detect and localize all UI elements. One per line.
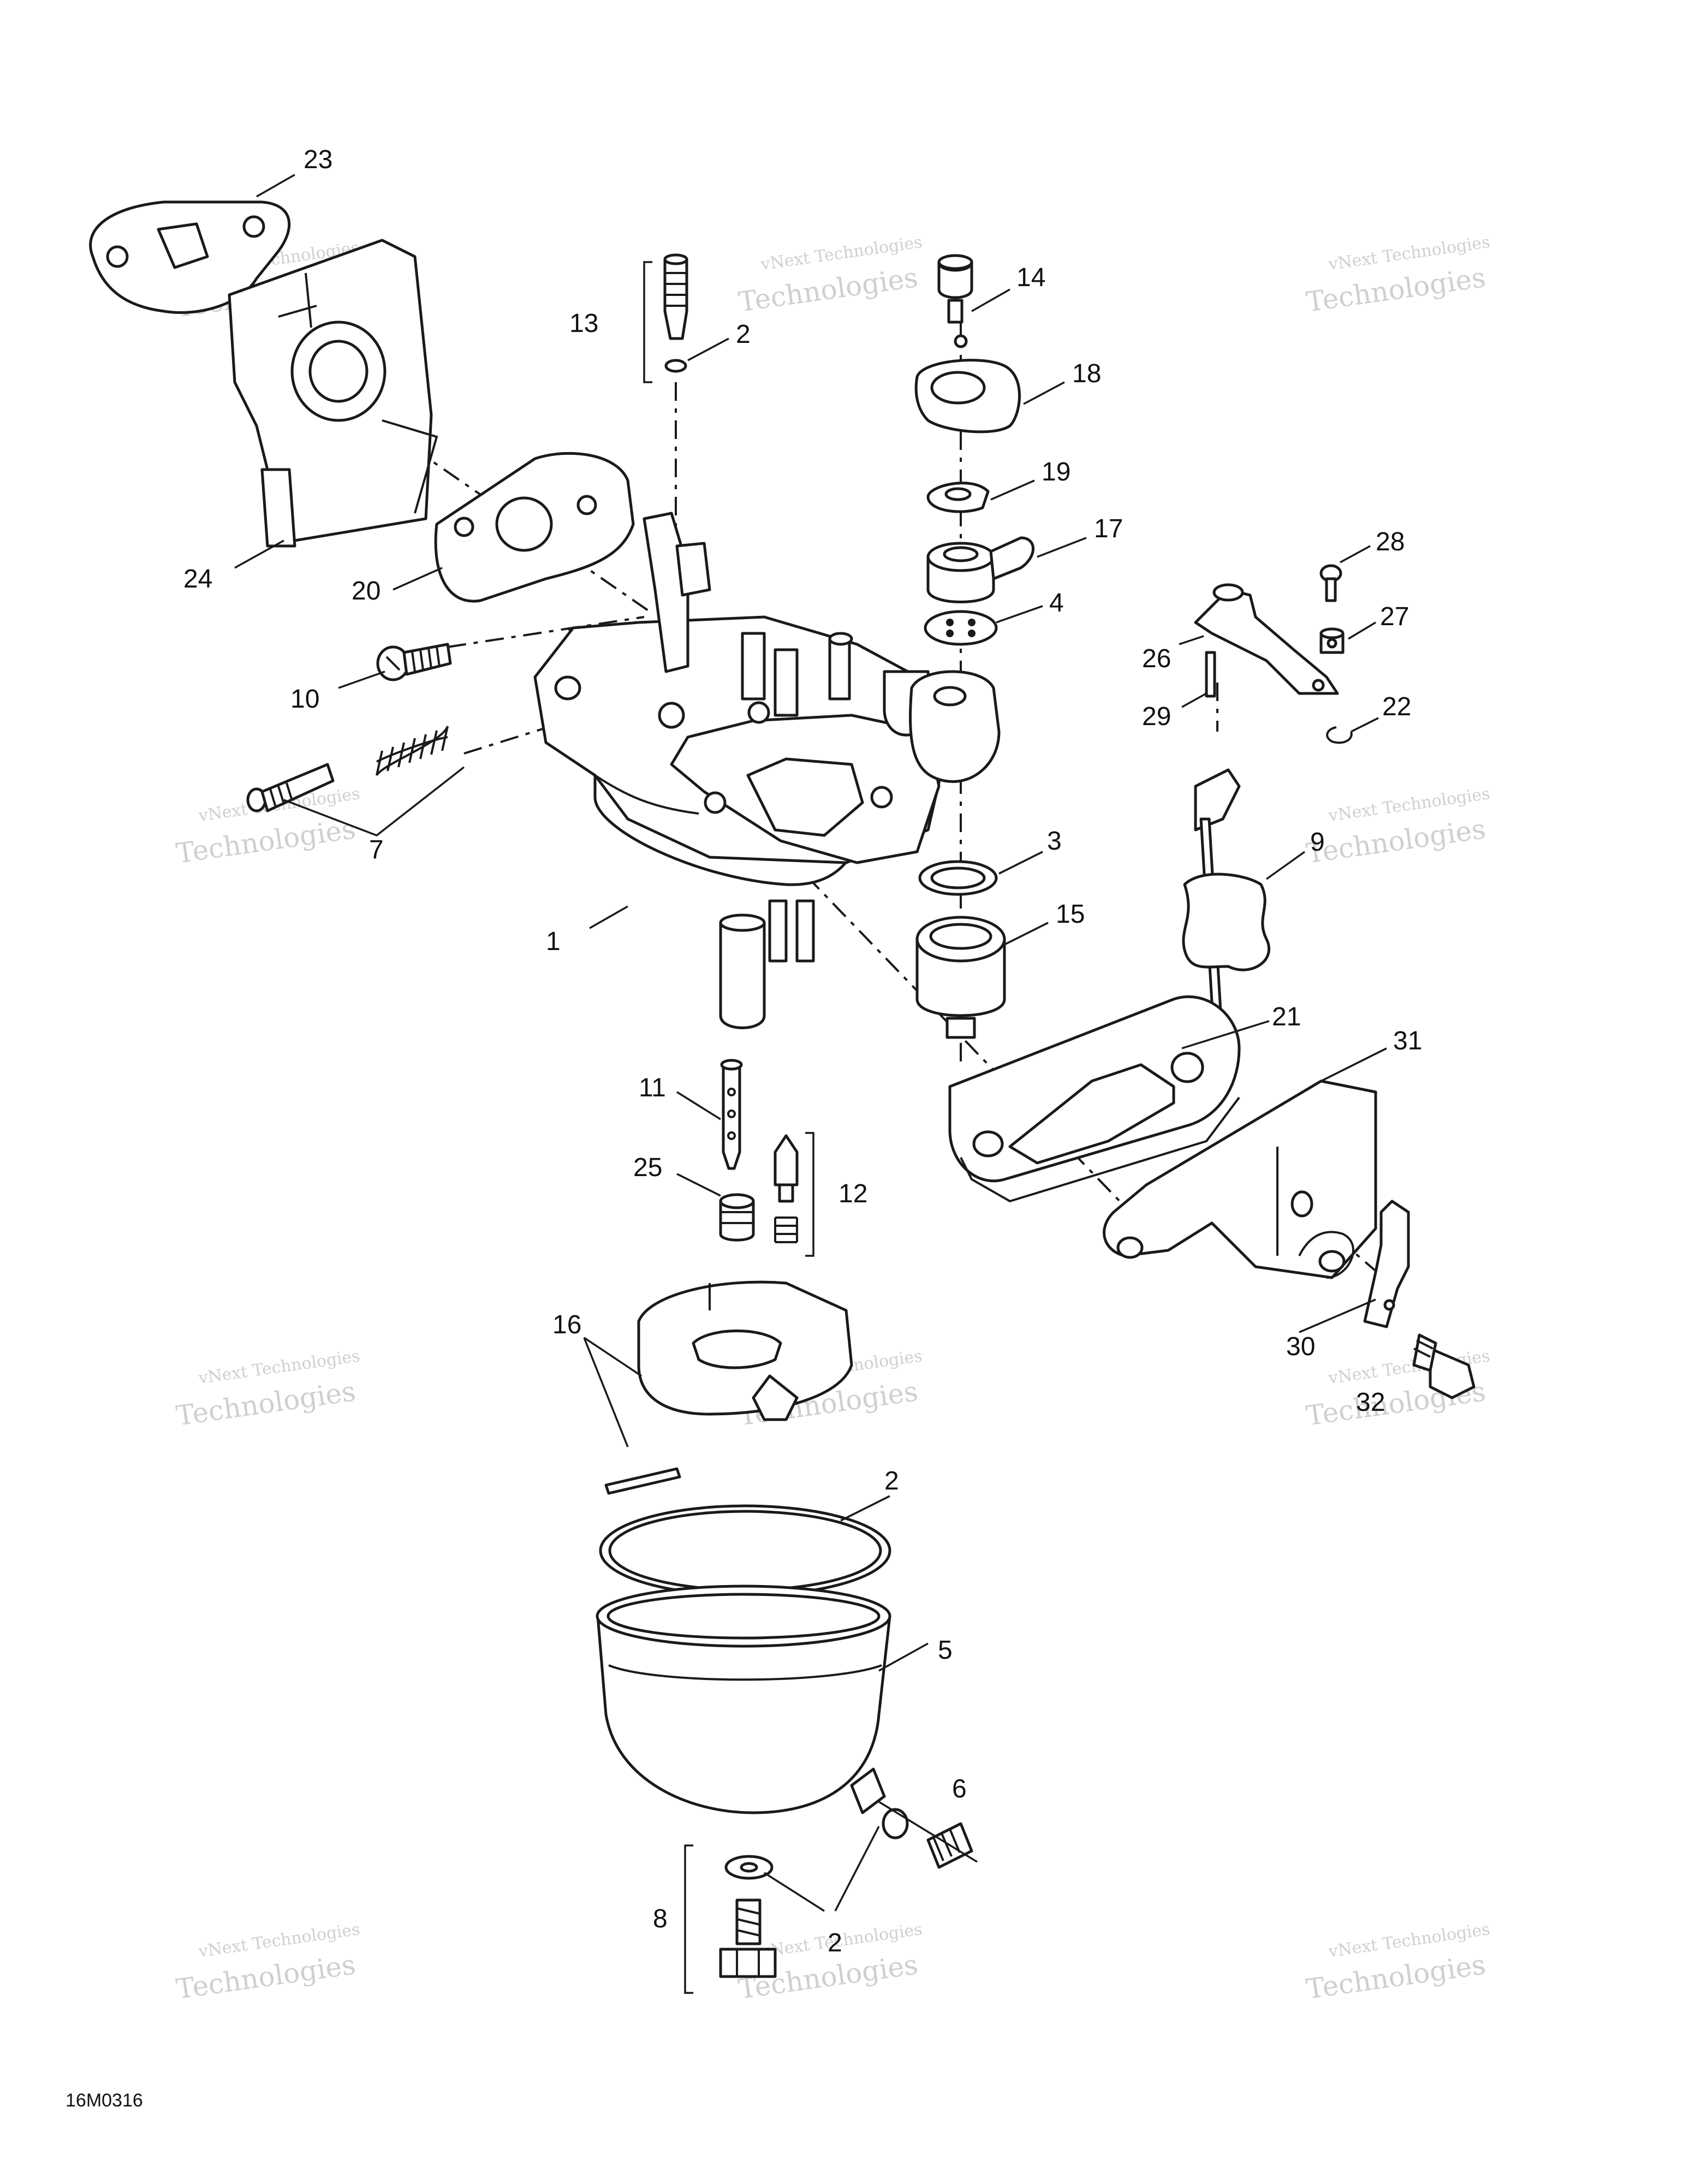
callout-31: 31 xyxy=(1393,1026,1422,1055)
callout-28: 28 xyxy=(1376,527,1405,556)
callout-27: 27 xyxy=(1380,602,1409,631)
callout-13: 13 xyxy=(569,309,598,338)
part-17-choke-lever xyxy=(926,536,1034,603)
callout-29: 29 xyxy=(1142,702,1171,731)
callout-18: 18 xyxy=(1072,359,1101,388)
part-16-float xyxy=(637,1280,853,1421)
part-14-screw xyxy=(937,254,973,324)
part-10-screw xyxy=(376,643,452,681)
callout-17: 17 xyxy=(1094,514,1123,543)
part-11-emulsion-tube xyxy=(720,1059,743,1170)
callout-10: 10 xyxy=(290,685,319,714)
part-32-bolt xyxy=(1412,1333,1476,1399)
callout-23: 23 xyxy=(304,145,332,174)
callout-11: 11 xyxy=(639,1073,666,1102)
callout-3: 3 xyxy=(1047,827,1062,856)
callout-5: 5 xyxy=(938,1636,953,1665)
callout-32: 32 xyxy=(1356,1388,1385,1417)
callout-26: 26 xyxy=(1142,644,1171,673)
callout-2-bottom: 2 xyxy=(828,1928,842,1957)
callouts: 23 13 2 14 18 19 17 4 28 27 26 29 22 9 3… xyxy=(183,145,1422,1957)
part-7-idle-screw-assembly xyxy=(246,726,465,836)
callout-9: 9 xyxy=(1310,828,1325,857)
part-29-pin xyxy=(1205,651,1216,698)
part-21-flange-gasket xyxy=(948,995,1241,1203)
callout-4: 4 xyxy=(1049,589,1064,618)
callout-20: 20 xyxy=(352,577,380,606)
callout-19: 19 xyxy=(1042,458,1071,486)
centerline-screw-10 xyxy=(447,616,645,648)
part-18-cover xyxy=(914,334,1021,434)
part-12-needle-valve xyxy=(774,1134,799,1243)
callout-30: 30 xyxy=(1286,1332,1315,1361)
callout-1: 1 xyxy=(546,927,561,956)
leader-lines xyxy=(234,174,1387,1912)
callout-16: 16 xyxy=(552,1310,581,1339)
part-4-plate xyxy=(924,610,998,646)
callout-21: 21 xyxy=(1272,1002,1301,1031)
part-15-bowl-plug xyxy=(915,916,1006,1039)
part-27-nut xyxy=(1319,627,1345,654)
callout-24: 24 xyxy=(183,565,212,594)
part-16-float-pin xyxy=(604,1467,681,1495)
part-30-cable-clamp xyxy=(1363,1200,1410,1328)
callout-15: 15 xyxy=(1056,900,1085,929)
part-25-main-jet xyxy=(719,1193,755,1242)
part-19-clip xyxy=(926,482,990,513)
part-31-bracket xyxy=(1103,1079,1377,1279)
watermark: vNext Technologies Technologies xyxy=(1304,233,1491,318)
part-5-float-bowl xyxy=(596,1584,891,1814)
part-6-drain-screw xyxy=(878,1801,978,1869)
part-9-throttle-shaft xyxy=(1182,768,1271,1050)
callout-7: 7 xyxy=(369,835,384,864)
part-8-bowl-screw xyxy=(684,1844,777,1994)
part-3-o-ring xyxy=(918,860,998,896)
callout-2-bowl-gasket: 2 xyxy=(884,1467,899,1495)
callout-25: 25 xyxy=(633,1153,662,1182)
part-28-screw xyxy=(1319,564,1342,602)
callout-22: 22 xyxy=(1382,692,1411,721)
callout-14: 14 xyxy=(1016,263,1045,292)
part-1-carburetor-body xyxy=(533,512,946,1029)
part-20-gasket xyxy=(434,452,635,603)
part-24-bracket xyxy=(228,239,438,548)
part-2-bowl-gasket xyxy=(599,1504,891,1597)
callout-2-top: 2 xyxy=(736,320,751,349)
callout-12: 12 xyxy=(838,1179,867,1208)
part-22-e-clip xyxy=(1326,726,1353,744)
watermark: vNext Technologies Technologies xyxy=(736,233,923,318)
part-2-washer-top xyxy=(664,359,687,373)
watermark: vNext Technologies Technologies xyxy=(174,1346,361,1432)
callout-8: 8 xyxy=(653,1904,668,1933)
centerline-intake-21 xyxy=(567,627,1137,1219)
part-23-gasket xyxy=(89,200,291,314)
part-13-jet-assembly xyxy=(663,253,688,340)
part-26-throttle-lever xyxy=(1194,583,1339,695)
figure-code: 16M0316 xyxy=(66,2090,143,2111)
watermark: vNext Technologies Technologies xyxy=(1304,784,1491,869)
choke-mount-ear xyxy=(909,670,1001,783)
watermark: vNext Technologies Technologies xyxy=(174,1920,361,2005)
callout-6: 6 xyxy=(952,1775,967,1803)
centerline-screw-7 xyxy=(463,725,552,755)
watermark: vNext Technologies Technologies xyxy=(1304,1920,1491,2005)
